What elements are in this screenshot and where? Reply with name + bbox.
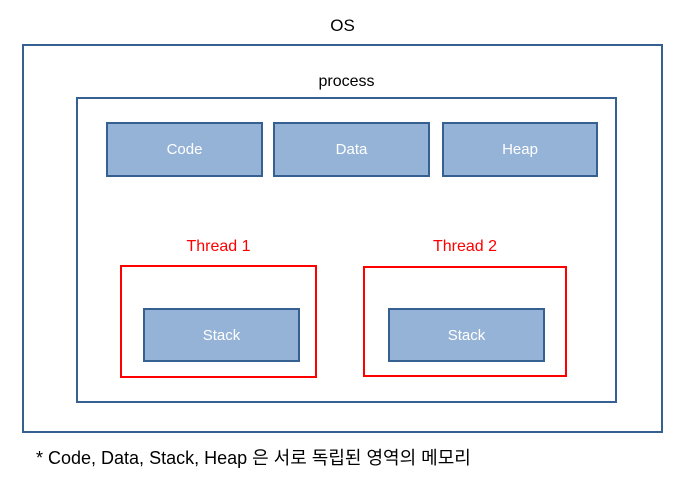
thread2-box [363,266,567,377]
thread2-label: Thread 2 [432,238,498,255]
thread1-stack-memory-box: Stack [143,308,300,362]
os-box [22,44,663,433]
data-memory-box: Data [273,122,430,177]
os-label: OS [330,16,355,35]
process-box [76,97,617,403]
footnote-caption: * Code, Data, Stack, Heap 은 서로 독립된 영역의 메… [36,448,471,468]
heap-memory-box: Heap [442,122,598,177]
code-memory-box: Code [106,122,263,177]
thread1-box [120,265,317,378]
process-label: process [318,73,375,90]
thread2-stack-memory-box: Stack [388,308,545,362]
thread1-label: Thread 1 [186,238,251,255]
